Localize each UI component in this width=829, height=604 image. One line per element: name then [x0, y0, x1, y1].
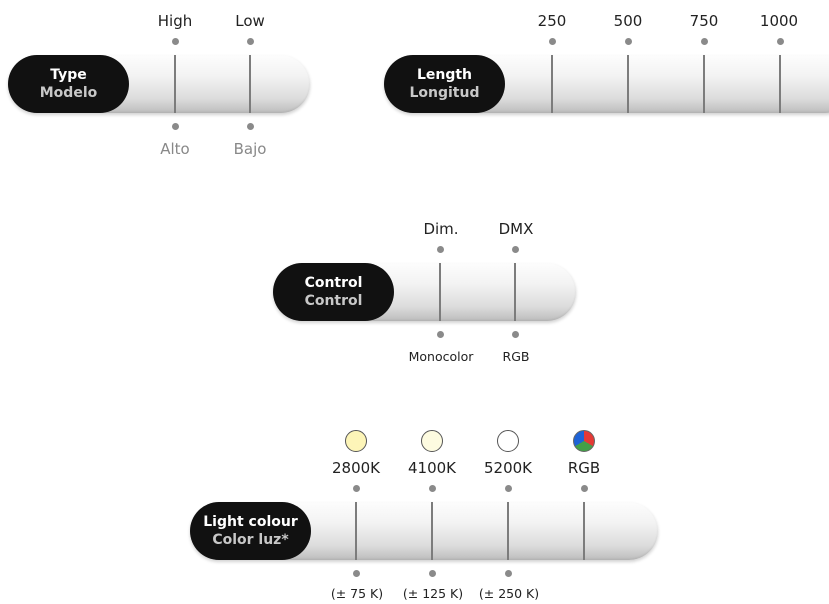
- light-dot-4100k-bottom: [429, 570, 436, 577]
- light-tolerance-5200k: (± 250 K): [478, 586, 540, 601]
- type-dot-low-bottom: [247, 123, 254, 130]
- light-dot-4100k-top: [429, 485, 436, 492]
- light-divider-4100k: [431, 502, 433, 560]
- length-label-1000: 1000: [759, 12, 799, 30]
- light-label-5200k: 5200K: [483, 459, 533, 477]
- type-title: Type: [50, 67, 87, 83]
- type-label-low: Low: [235, 12, 265, 30]
- light-label-4100k: 4100K: [407, 459, 457, 477]
- length-title: Length: [416, 67, 473, 83]
- control-dot-rgb-bottom: [512, 331, 519, 338]
- length-dot-750: [701, 38, 708, 45]
- type-label-high: High: [157, 12, 193, 30]
- swatch-rgb-icon: [573, 430, 595, 452]
- light-divider-2800k: [355, 502, 357, 560]
- light-dot-5200k-bottom: [505, 570, 512, 577]
- light-tolerance-4100k: (± 125 K): [402, 586, 464, 601]
- light-dot-rgb-top: [581, 485, 588, 492]
- length-dot-250: [549, 38, 556, 45]
- type-dot-low-top: [247, 38, 254, 45]
- swatch-4100k-icon: [421, 430, 443, 452]
- light-dot-5200k-top: [505, 485, 512, 492]
- control-divider-dim: [439, 263, 441, 321]
- light-divider-rgb: [583, 502, 585, 560]
- light-bar-cap: Light colour Color luz*: [190, 502, 311, 560]
- length-subtitle: Longitud: [409, 85, 480, 101]
- length-dot-1000: [777, 38, 784, 45]
- light-subtitle: Color luz*: [212, 532, 289, 548]
- type-label-bajo: Bajo: [233, 140, 267, 158]
- control-dot-dim-top: [437, 246, 444, 253]
- type-divider-high: [174, 55, 176, 113]
- length-bar-cap: Length Longitud: [384, 55, 505, 113]
- control-title: Control: [304, 275, 363, 291]
- swatch-5200k-icon: [497, 430, 519, 452]
- type-dot-high-bottom: [172, 123, 179, 130]
- length-divider-1000: [779, 55, 781, 113]
- length-divider-750: [703, 55, 705, 113]
- control-label-dim: Dim.: [423, 220, 459, 238]
- light-tolerance-2800k: (± 75 K): [330, 586, 384, 601]
- light-label-2800k: 2800K: [331, 459, 381, 477]
- type-bar-cap: Type Modelo: [8, 55, 129, 113]
- type-label-alto: Alto: [160, 140, 190, 158]
- control-label-monocolor: Monocolor: [408, 349, 474, 364]
- control-label-rgb: RGB: [502, 349, 530, 364]
- length-label-500: 500: [613, 12, 643, 30]
- type-divider-low: [249, 55, 251, 113]
- light-label-rgb: RGB: [567, 459, 601, 477]
- swatch-2800k-icon: [345, 430, 367, 452]
- length-divider-500: [627, 55, 629, 113]
- length-dot-500: [625, 38, 632, 45]
- light-divider-5200k: [507, 502, 509, 560]
- control-label-dmx: DMX: [498, 220, 534, 238]
- length-label-750: 750: [689, 12, 719, 30]
- type-dot-high-top: [172, 38, 179, 45]
- light-title: Light colour: [203, 514, 298, 530]
- control-divider-dmx: [514, 263, 516, 321]
- light-dot-2800k-top: [353, 485, 360, 492]
- control-bar-cap: Control Control: [273, 263, 394, 321]
- control-dot-dmx-top: [512, 246, 519, 253]
- length-label-250: 250: [537, 12, 567, 30]
- type-subtitle: Modelo: [39, 85, 98, 101]
- control-subtitle: Control: [304, 293, 363, 309]
- control-dot-mono-bottom: [437, 331, 444, 338]
- length-divider-250: [551, 55, 553, 113]
- light-dot-2800k-bottom: [353, 570, 360, 577]
